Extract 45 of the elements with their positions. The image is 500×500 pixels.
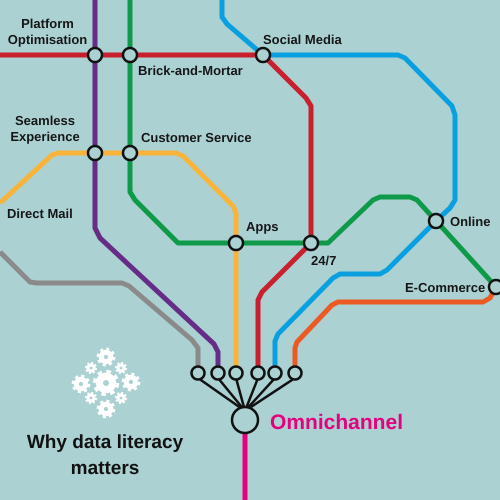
station-label: Brick-and-Mortar	[138, 63, 243, 79]
station-label: Apps	[246, 219, 278, 235]
metro-line	[318, 194, 434, 246]
metro-line	[128, 160, 229, 246]
station-marker	[86, 46, 104, 64]
metro-line	[243, 240, 304, 246]
station-label: 24/7	[311, 253, 336, 269]
metro-line	[128, 62, 132, 146]
metro-line	[102, 52, 123, 58]
metro-line	[92, 160, 220, 366]
station-marker	[488, 278, 500, 296]
station-label: Platform Optimisation	[6, 16, 88, 48]
station-label: E-Commerce	[405, 280, 486, 296]
station-label: Online	[450, 214, 490, 230]
metro-line	[292, 292, 495, 366]
metro-line	[220, 0, 260, 52]
hub-label: Omnichannel	[270, 411, 404, 435]
station-label: Customer Service	[141, 130, 252, 146]
metro-line	[128, 0, 132, 48]
metro-line	[0, 52, 88, 58]
metro-line	[137, 52, 256, 58]
station-label: Direct Mail	[7, 206, 73, 222]
metro-line	[0, 150, 88, 205]
metro-line	[256, 246, 308, 366]
metro-line	[102, 150, 123, 156]
station-marker	[86, 144, 104, 162]
metro-line	[266, 58, 314, 236]
metro-line	[92, 0, 98, 48]
station-marker	[122, 46, 138, 64]
metro-line	[0, 250, 200, 366]
metro-line	[92, 62, 98, 146]
station-label: Seamless Experience	[9, 113, 81, 145]
metro-line	[270, 52, 458, 218]
metro-line	[137, 150, 238, 236]
station-marker	[228, 234, 244, 252]
station-label: Social Media	[263, 32, 342, 48]
metro-line	[439, 224, 494, 284]
station-marker	[302, 234, 320, 252]
station-marker	[428, 212, 444, 230]
metro-line	[234, 250, 238, 366]
station-marker	[254, 46, 272, 64]
title: Why data literacy matters	[26, 431, 184, 481]
metro-line	[242, 433, 248, 500]
station-marker	[122, 144, 138, 162]
metro-line	[272, 224, 433, 366]
